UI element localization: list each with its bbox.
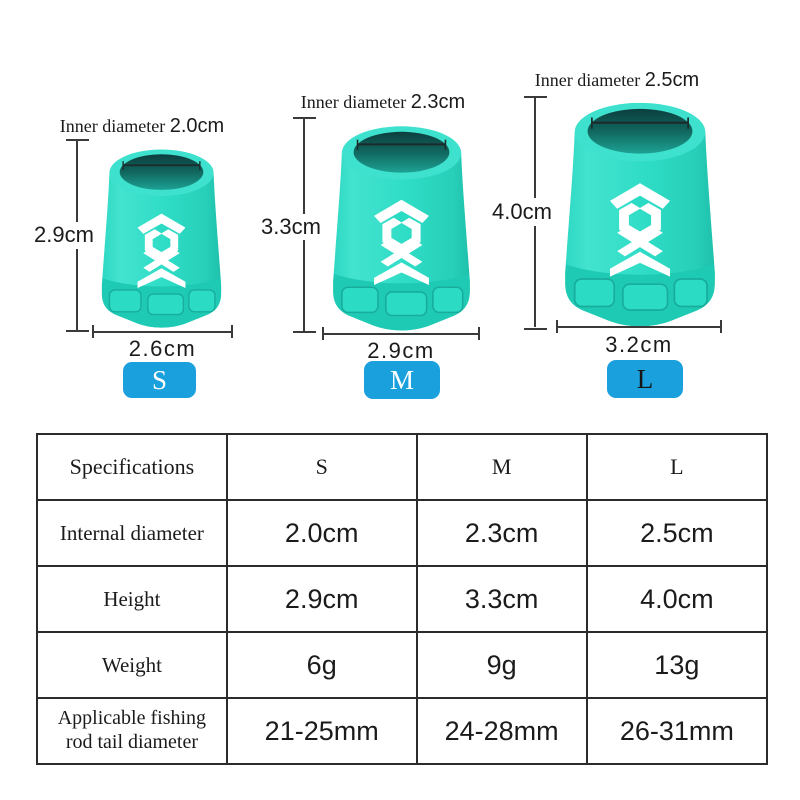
row-label: Height — [36, 565, 228, 633]
value-cell: 2.3cm — [415, 499, 588, 567]
value-cell: 3.3cm — [415, 565, 588, 633]
value-cell: 2.9cm — [225, 565, 418, 633]
inner-diameter-text: Inner diameter — [59, 116, 166, 136]
width-dimension-line — [556, 326, 722, 328]
height-dimension-line — [303, 240, 305, 331]
width-dimension-line — [322, 333, 480, 335]
size-badge-l: L — [607, 360, 683, 398]
table-row-weight: Weight 6g 9g 13g — [36, 631, 769, 699]
size-badge-letter: M — [389, 364, 414, 395]
inner-diameter-label-s: Inner diameter 2.0cm — [42, 115, 242, 138]
table-row-height: Height 2.9cm 3.3cm 4.0cm — [36, 565, 769, 633]
size-badge-m: M — [364, 361, 440, 399]
specifications-table: Specifications S M L Internal diameter 2… — [36, 433, 769, 765]
table-header-row: Specifications S M L — [36, 433, 769, 501]
height-value-label: 2.9cm — [19, 222, 109, 248]
height-dim-cap-bottom — [524, 328, 547, 330]
row-label: Weight — [36, 631, 228, 699]
width-dimension-line — [92, 331, 233, 333]
table-row-applicable-diameter: Applicable fishing rod tail diameter 21-… — [36, 697, 769, 765]
width-dim-tick — [720, 320, 722, 333]
height-dim-cap-top — [524, 96, 547, 98]
width-dim-tick — [231, 325, 233, 338]
value-cell: 2.5cm — [585, 499, 769, 567]
header-size-m: M — [415, 433, 588, 501]
height-dim-cap-bottom — [66, 330, 89, 332]
value-cell: 21-25mm — [225, 697, 418, 765]
height-dim-cap-top — [293, 117, 316, 119]
row-label: Applicable fishing rod tail diameter — [36, 697, 228, 765]
height-value-label: 4.0cm — [477, 199, 567, 225]
rod-cap-product-image-s — [101, 148, 222, 329]
base-width-value-label: 3.2cm — [605, 332, 673, 357]
header-specifications: Specifications — [36, 433, 228, 501]
height-dimension-line — [534, 226, 536, 327]
height-dimension-line — [76, 249, 78, 331]
inner-diameter-value: 2.0cm — [169, 115, 225, 137]
value-cell: 2.0cm — [225, 499, 418, 567]
rod-cap-product-image-m — [332, 125, 471, 332]
size-badge-letter: S — [151, 364, 168, 395]
inner-diameter-value: 2.3cm — [410, 91, 466, 113]
size-badge-s: S — [123, 362, 196, 398]
height-dim-cap-top — [66, 139, 89, 141]
header-size-l: L — [585, 433, 769, 501]
width-dim-tick — [478, 327, 480, 340]
height-dimension-line — [534, 98, 536, 198]
inner-diameter-text: Inner diameter — [300, 92, 407, 112]
value-cell: 13g — [585, 631, 769, 699]
height-value-label: 3.3cm — [246, 214, 336, 240]
inner-diameter-text: Inner diameter — [534, 70, 641, 90]
value-cell: 4.0cm — [585, 565, 769, 633]
inner-diameter-label-l: Inner diameter 2.5cm — [517, 69, 717, 92]
height-dimension-line — [303, 119, 305, 214]
inner-diameter-value: 2.5cm — [644, 69, 700, 91]
value-cell: 6g — [225, 631, 418, 699]
size-badge-letter: L — [636, 363, 654, 394]
base-width-value-label: 2.9cm — [367, 338, 435, 363]
table-row-internal-diameter: Internal diameter 2.0cm 2.3cm 2.5cm — [36, 499, 769, 567]
value-cell: 9g — [415, 631, 588, 699]
base-width-value-label: 2.6cm — [128, 336, 197, 361]
value-cell: 24-28mm — [415, 697, 588, 765]
height-dimension-line — [76, 141, 78, 223]
inner-diameter-label-m: Inner diameter 2.3cm — [283, 91, 483, 114]
height-dim-cap-bottom — [293, 331, 316, 333]
value-cell: 26-31mm — [585, 697, 769, 765]
rod-cap-product-image-l — [564, 101, 716, 328]
row-label: Internal diameter — [36, 499, 228, 567]
header-size-s: S — [225, 433, 418, 501]
